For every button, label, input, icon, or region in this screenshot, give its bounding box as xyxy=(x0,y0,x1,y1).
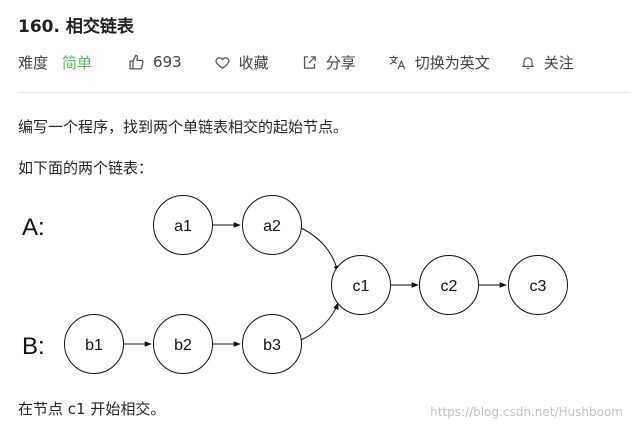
problem-meta-bar: 难度 简单 693 收藏 分享 xyxy=(18,50,628,74)
node-b2: b2 xyxy=(153,314,213,374)
follow-button[interactable]: 关注 xyxy=(520,52,574,73)
thumbs-up-icon xyxy=(128,54,145,71)
node-label: c2 xyxy=(441,278,458,295)
list-b-label: B: xyxy=(22,333,45,360)
problem-title: 160. 相交链表 xyxy=(18,17,134,37)
node-c1: c1 xyxy=(331,255,391,315)
intersection-note: 在节点 c1 开始相交。 xyxy=(18,400,166,418)
node-b3: b3 xyxy=(242,314,302,374)
node-label: a1 xyxy=(174,218,192,235)
node-label: b2 xyxy=(174,337,192,354)
like-button[interactable]: 693 xyxy=(128,53,182,71)
follow-label: 关注 xyxy=(543,53,574,72)
bell-icon xyxy=(520,54,536,71)
node-label: b1 xyxy=(85,337,103,354)
favorite-label: 收藏 xyxy=(238,53,269,72)
difficulty-label: 难度 xyxy=(18,53,49,72)
node-b1: b1 xyxy=(64,314,124,374)
divider xyxy=(18,92,630,93)
linked-list-diagram: A: B: a1 a2 b1 b2 b3 c1 c2 xyxy=(22,195,568,374)
list-a-label: A: xyxy=(22,214,45,241)
share-button[interactable]: 分享 xyxy=(301,52,356,73)
like-count: 693 xyxy=(153,53,182,71)
watermark: https://blog.csdn.net/Hushboom xyxy=(430,405,623,419)
example-intro: 如下面的两个链表： xyxy=(18,159,154,177)
node-label: a2 xyxy=(263,218,281,235)
translate-button[interactable]: 切换为英文 xyxy=(388,52,490,73)
difficulty-value: 简单 xyxy=(62,53,93,72)
share-icon xyxy=(301,54,318,71)
edge-a2-c1 xyxy=(300,227,340,273)
edge-b3-c1 xyxy=(300,302,339,341)
node-c2: c2 xyxy=(419,255,479,315)
share-label: 分享 xyxy=(325,53,356,72)
node-a2: a2 xyxy=(242,195,302,255)
translate-icon xyxy=(388,54,407,71)
node-c3: c3 xyxy=(508,255,568,315)
description-paragraph: 编写一个程序，找到两个单链表相交的起始节点。 xyxy=(18,118,349,136)
diagram-edges xyxy=(124,222,507,347)
node-label: c1 xyxy=(353,278,370,295)
favorite-button[interactable]: 收藏 xyxy=(214,52,269,73)
translate-label: 切换为英文 xyxy=(414,53,490,72)
node-label: b3 xyxy=(263,337,281,354)
node-a1: a1 xyxy=(153,195,213,255)
heart-icon xyxy=(214,54,231,71)
node-label: c3 xyxy=(530,278,547,295)
